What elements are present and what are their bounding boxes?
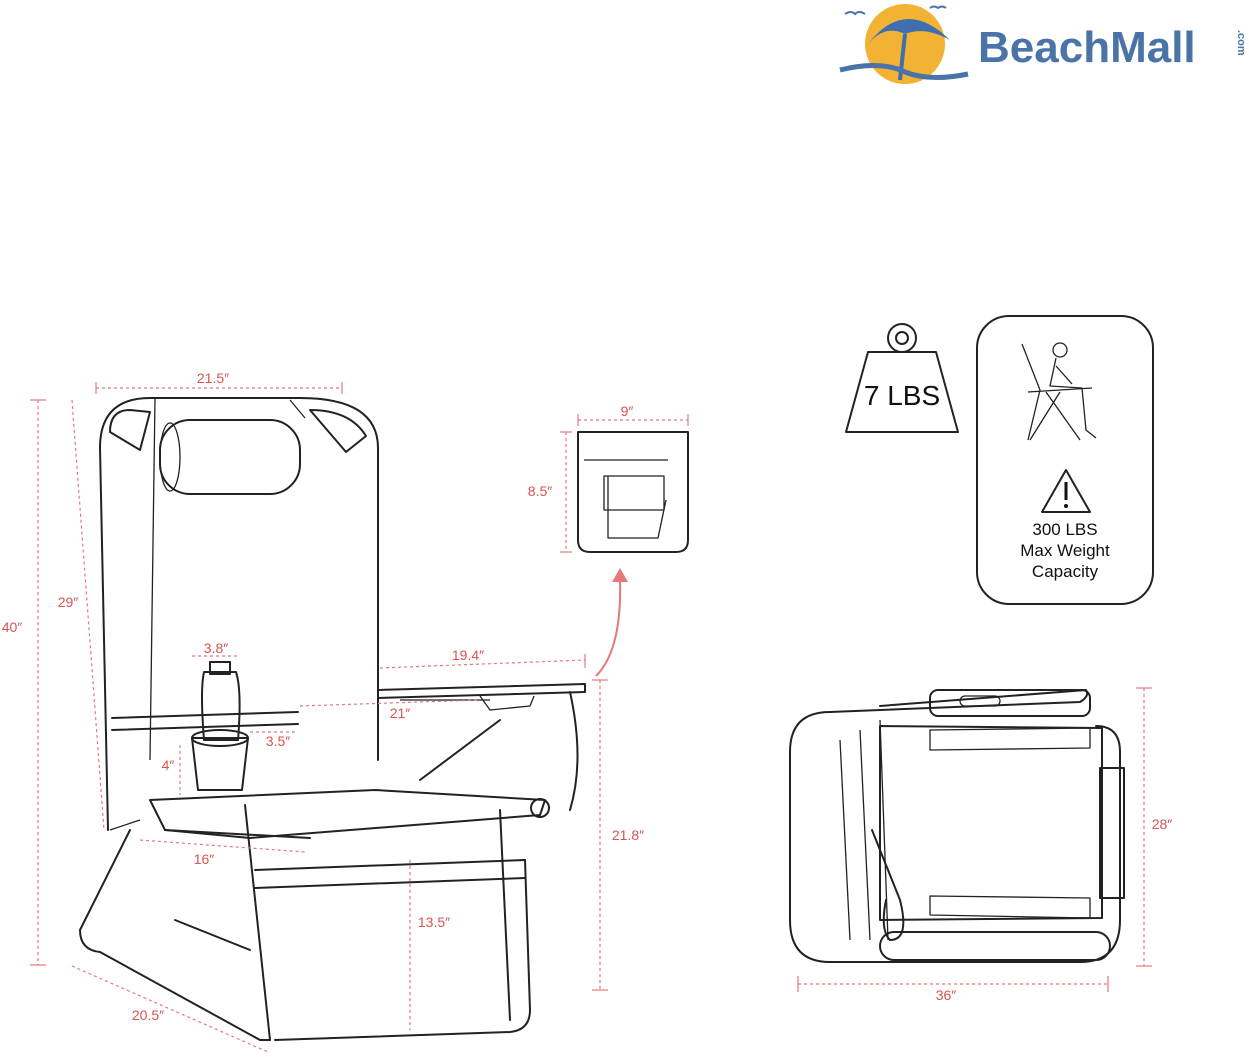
dim-cup-depth: 3.5″ — [266, 733, 290, 749]
dim-folded-height: 28″ — [1152, 816, 1173, 832]
logo-sun-umbrella-icon — [839, 4, 969, 84]
brand-suffix: .com — [1235, 30, 1247, 56]
dim-pouch-width: 9″ — [621, 403, 634, 419]
capacity-card: 300 LBS Max Weight Capacity — [976, 315, 1154, 605]
weight-icon: 7 LBS — [845, 323, 959, 433]
seated-person-icon — [1021, 342, 1097, 441]
dim-backrest-height: 29″ — [58, 594, 79, 610]
capacity-line3: Capacity — [1032, 562, 1099, 581]
folded-chair: 36″ 28″ — [789, 687, 1173, 1003]
dim-cup-height: 4″ — [162, 757, 175, 773]
storage-pouch: 8.5″ 9″ — [528, 403, 689, 677]
dim-top-width: 21.5″ — [197, 370, 229, 386]
cup-holder — [191, 661, 249, 791]
dim-total-height: 40″ — [2, 619, 23, 635]
dim-cupholder-width: 3.8″ — [204, 640, 228, 656]
dim-pouch-height: 8.5″ — [528, 483, 552, 499]
chair-illustration — [79, 397, 586, 1041]
chair-dimensions: 21.5″ 29″ 40″ 3.8″ 19.4″ 21″ 3.5″ 4″ 16″… — [2, 370, 644, 1053]
dim-base-depth: 20.5″ — [132, 1007, 164, 1023]
dim-seat-height: 13.5″ — [418, 914, 450, 930]
capacity-line1: 300 LBS — [1032, 520, 1097, 539]
dim-arm-height: 21.8″ — [612, 827, 644, 843]
brand-logo: BeachMall .com — [839, 4, 1247, 84]
dim-seat-width: 21″ — [390, 705, 411, 721]
capacity-line2: Max Weight — [1020, 541, 1110, 560]
warning-icon — [1041, 469, 1091, 513]
dim-seat-depth: 16″ — [194, 851, 215, 867]
brand-name: BeachMall — [978, 23, 1196, 72]
weight-label: 7 LBS — [864, 380, 940, 411]
dim-armrest-length: 19.4″ — [452, 647, 484, 663]
arrow-up-icon — [595, 568, 628, 677]
dim-folded-width: 36″ — [936, 987, 957, 1003]
